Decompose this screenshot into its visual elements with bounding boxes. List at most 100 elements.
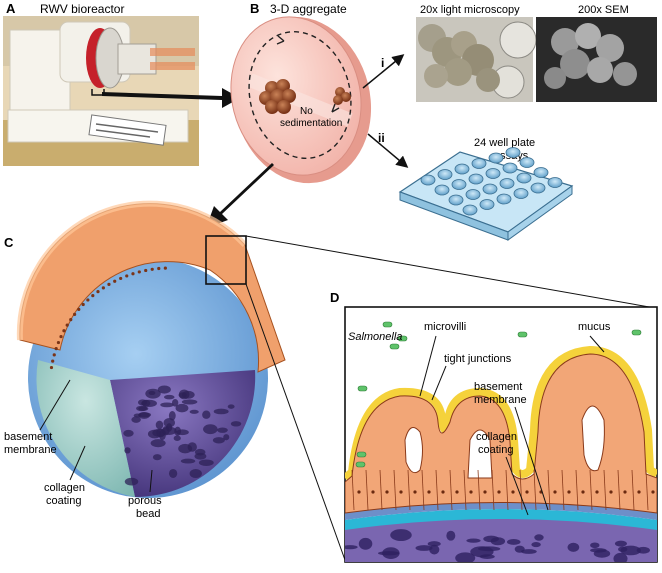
d-bead-pore — [483, 535, 499, 543]
bead-pore — [202, 410, 211, 419]
bead-pore — [172, 398, 179, 407]
bead-pore — [194, 452, 207, 460]
bead-pore — [173, 435, 181, 441]
d-bead-pore — [620, 545, 642, 556]
panel-a-photo — [3, 16, 199, 166]
cap-nucleus — [81, 302, 85, 307]
cap-nucleus — [119, 276, 123, 281]
aggregate-large — [259, 79, 296, 114]
d-bead-pore — [636, 546, 650, 554]
cap-nucleus — [113, 279, 117, 283]
dish-label-1: No — [300, 106, 313, 117]
well — [496, 193, 512, 205]
cap-nucleus — [62, 329, 66, 333]
cell-border — [449, 469, 453, 511]
well-plate — [398, 147, 574, 241]
cell-border — [603, 469, 607, 511]
cap-nucleus — [73, 312, 77, 316]
well — [482, 183, 498, 195]
d-bead-pore — [520, 549, 537, 554]
cell-border — [365, 469, 369, 511]
cap-nucleus — [69, 318, 73, 322]
cell-border — [505, 469, 509, 511]
cell-nucleus — [399, 490, 403, 494]
cap-nucleus — [107, 282, 111, 287]
panel-c-letter: C — [4, 235, 14, 250]
cell-border — [491, 469, 495, 511]
d-bead-pore — [614, 540, 627, 547]
well — [420, 174, 436, 186]
cap-nucleus — [49, 365, 54, 370]
cell-border — [589, 469, 593, 511]
bead-pore — [178, 443, 193, 454]
d-mucus: mucus — [578, 321, 611, 333]
c-basement-1: basement — [4, 431, 52, 443]
salmonella-bacterium — [356, 451, 367, 458]
bead-pore — [124, 447, 131, 454]
bead-pore — [212, 437, 225, 444]
light-micrograph — [416, 17, 537, 102]
d-salmonella: Salmonella — [348, 331, 402, 343]
numeral-ii: ii — [378, 131, 385, 145]
well — [434, 184, 450, 196]
cap-nucleus — [77, 307, 81, 311]
well — [451, 179, 467, 190]
cell-border — [645, 469, 649, 511]
panel-d-content — [345, 321, 657, 562]
d-bead-pore — [427, 541, 441, 547]
cell-border — [575, 469, 579, 511]
cell-border — [379, 469, 383, 511]
well — [547, 177, 563, 188]
well — [448, 194, 464, 206]
cell-nucleus — [525, 490, 529, 494]
bead-pore — [155, 420, 164, 430]
zoom-line-bottom — [245, 283, 346, 561]
cell-nucleus — [553, 490, 557, 494]
cell-border — [561, 469, 565, 511]
cell-nucleus — [651, 490, 655, 494]
rotation-path — [248, 31, 352, 159]
d-basement-2: membrane — [474, 394, 527, 406]
bead-pore — [164, 394, 175, 400]
well — [505, 147, 521, 158]
dish-label-2: sedimentation — [280, 118, 342, 129]
bead-pore — [138, 406, 149, 411]
cell-border — [477, 469, 481, 511]
c-basement-2: membrane — [4, 444, 57, 456]
cell-nucleus — [371, 490, 375, 494]
bead-pore — [176, 429, 189, 436]
salmonella-bacterium — [397, 335, 408, 342]
bead-pore — [152, 454, 162, 461]
cell-nucleus — [413, 490, 417, 494]
well — [533, 167, 549, 178]
cell-nucleus — [497, 490, 501, 494]
cell-nucleus — [455, 490, 459, 494]
bead-pore — [230, 421, 242, 427]
well — [485, 168, 501, 179]
bead-pore — [124, 477, 139, 486]
d-bead-pore — [567, 542, 580, 552]
epithelial-cap — [16, 200, 286, 373]
arrow-a-to-b — [102, 88, 240, 108]
cell-border — [463, 469, 467, 511]
well — [471, 158, 487, 169]
bead-pore — [217, 427, 228, 433]
d-bead-pore — [613, 552, 628, 562]
cell-border — [393, 469, 397, 511]
d-bead-pore — [534, 534, 544, 541]
bead-pore — [189, 469, 202, 479]
well — [516, 172, 532, 184]
cell-nucleus — [623, 490, 627, 494]
salmonella-bacterium — [631, 329, 642, 336]
d-tight-junctions: tight junctions — [444, 353, 512, 365]
d-bead-pore — [446, 530, 456, 541]
cap-nucleus — [86, 298, 90, 302]
d-bead-pore — [382, 547, 400, 559]
plate-title-1: 24 well plate — [474, 137, 535, 149]
d-bead-pore — [415, 545, 433, 551]
cell-border — [617, 469, 621, 511]
c-porous-2: bead — [136, 508, 160, 520]
cap-nucleus — [157, 266, 161, 271]
